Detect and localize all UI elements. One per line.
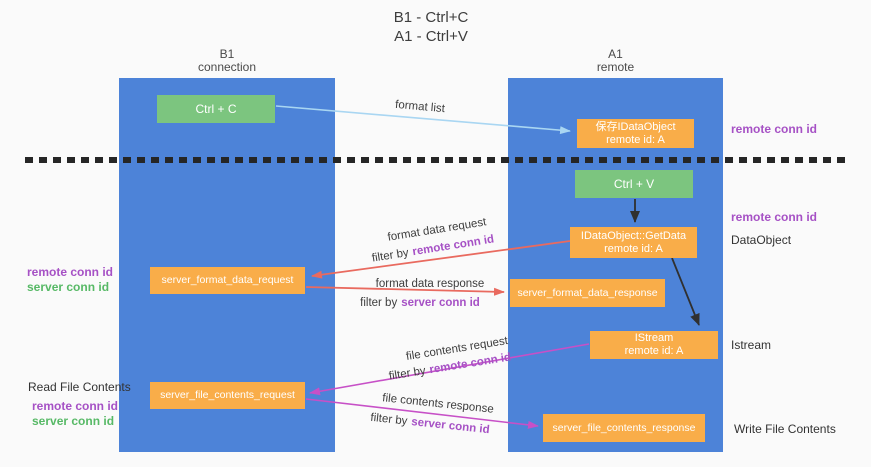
node-getdata-line2: remote id: A — [604, 242, 663, 255]
node-sfd-request-label: server_format_data_request — [161, 274, 294, 286]
node-sfc-response-label: server_file_contents_response — [552, 421, 696, 434]
lane-header-b1: B1 connection — [119, 48, 335, 74]
node-getdata-line1: IDataObject::GetData — [580, 229, 687, 242]
annotation-server-conn-id-left-bottom: server conn id — [32, 414, 115, 428]
node-server-format-data-request: server_format_data_request — [150, 267, 305, 294]
node-idataobject-getdata: IDataObject::GetData remote id: A — [570, 227, 697, 258]
annotation-server-conn-id-left-top: server conn id — [27, 280, 110, 294]
node-ctrl-c-label: Ctrl + C — [195, 101, 237, 116]
node-save-idataobject-line2: remote id: A — [606, 133, 665, 146]
lane-a1-subtitle: remote — [596, 60, 635, 74]
edge-label-format-data-response: format data response — [360, 278, 500, 290]
server-conn-id-text: server conn id — [410, 416, 491, 437]
annotation-dataobject: DataObject — [731, 233, 792, 247]
annotation-remote-conn-id-top-right: remote conn id — [731, 122, 818, 136]
annotation-write-file-contents: Write File Contents — [734, 422, 836, 436]
node-sfd-response-label: server_format_data_response — [517, 286, 658, 299]
lane-header-a1: A1 remote — [508, 48, 723, 74]
format-data-response-text: format data response — [375, 278, 485, 290]
lane-b1-title: B1 — [219, 47, 235, 61]
node-server-format-data-response: server_format_data_response — [510, 279, 665, 307]
lane-b1-subtitle: connection — [197, 60, 257, 74]
node-sfc-request-label: server_file_contents_request — [160, 389, 295, 401]
node-server-file-contents-request: server_file_contents_request — [150, 382, 305, 409]
annotation-remote-conn-id-left-top: remote conn id — [27, 265, 114, 279]
dashed-separator-line — [25, 157, 851, 163]
annotation-remote-conn-id-left-bottom: remote conn id — [32, 399, 119, 413]
annotation-read-file-contents: Read File Contents — [28, 380, 131, 394]
node-istream-line2: remote id: A — [624, 345, 684, 357]
node-ctrl-v: Ctrl + V — [575, 170, 693, 198]
node-istream: IStream remote id: A — [590, 331, 718, 359]
annotation-istream: Istream — [731, 338, 772, 352]
node-ctrl-c: Ctrl + C — [157, 95, 275, 123]
edge-label-format-list: format list — [370, 97, 471, 118]
lane-a1-title: A1 — [608, 47, 623, 61]
filter-by-text: filter by — [371, 246, 410, 265]
server-conn-id-text: server conn id — [401, 297, 480, 309]
node-save-idataobject-line1: 保存IDataObject — [595, 120, 676, 133]
annotation-remote-conn-id-mid-right: remote conn id — [731, 210, 818, 224]
filter-by-text: filter by — [388, 364, 427, 383]
node-ctrl-v-label: Ctrl + V — [613, 176, 655, 191]
filter-by-text: filter by — [360, 297, 398, 309]
diagram-title: B1 - Ctrl+C A1 - Ctrl+V — [331, 8, 531, 46]
node-server-file-contents-response: server_file_contents_response — [543, 414, 705, 442]
title-line-a1: A1 - Ctrl+V — [394, 28, 468, 45]
node-istream-line1: IStream — [634, 332, 674, 344]
file-contents-response-text: file contents response — [381, 392, 495, 416]
format-list-text: format list — [394, 98, 446, 116]
filter-by-text: filter by — [369, 411, 408, 428]
title-line-b1: B1 - Ctrl+C — [393, 9, 469, 26]
node-save-idataobject: 保存IDataObject remote id: A — [577, 119, 694, 148]
